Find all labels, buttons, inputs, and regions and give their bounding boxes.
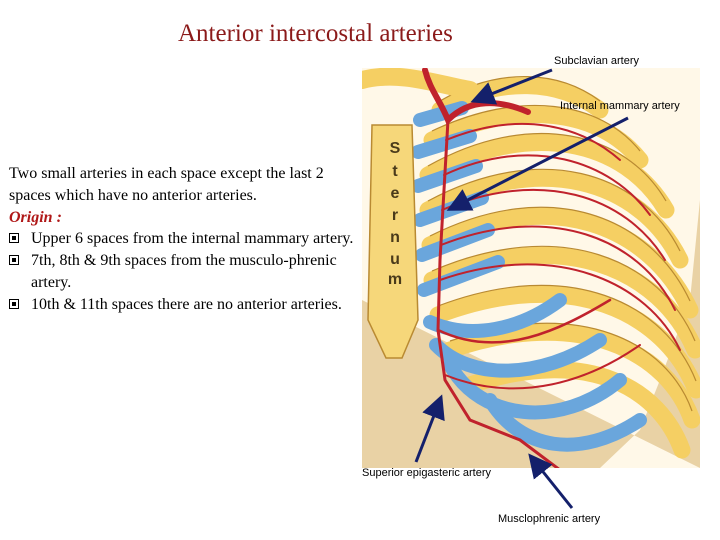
pointer-arrows [414, 68, 629, 509]
ribs [419, 77, 700, 459]
origin-item-text: 10th & 11th spaces there are no anterior… [31, 295, 342, 313]
label-internal-mammary-artery: Internal mammary artery [560, 100, 680, 112]
origin-item-lower: 10th & 11th spaces there are no anterior… [9, 294, 361, 316]
label-musclophrenic-artery: Musclophrenic artery [498, 513, 601, 525]
sternum: S t e r n u m [367, 124, 419, 359]
costal-cartilages [411, 101, 647, 452]
intro-text: Two small arteries in each space except … [9, 165, 324, 204]
sternum-letter: S [390, 140, 401, 157]
label-subclavian-artery: Subclavian artery [554, 55, 639, 67]
arrow-musclophrenic [528, 453, 574, 509]
thorax-illustration: S t e r n u m [362, 68, 700, 468]
sternum-letter: u [390, 251, 400, 268]
square-bullet-icon [9, 298, 19, 309]
origin-item-upper: Upper 6 spaces from the internal mammary… [9, 228, 361, 250]
origin-item-text: Upper 6 spaces from the internal mammary… [31, 230, 354, 248]
arrow-internal-mammary [446, 116, 629, 211]
arrow-superior-epigasteric [414, 394, 445, 463]
sternum-letter: m [388, 271, 402, 288]
origin-item-middle: 7th, 8th & 9th spaces from the musculo-p… [9, 250, 361, 294]
sternum-letter: e [391, 185, 400, 202]
origin-list: Upper 6 spaces from the internal mammary… [9, 228, 361, 315]
arrow-subclavian [470, 68, 553, 105]
sternum-letter: r [392, 207, 398, 224]
label-superior-epigasteric-artery: Superior epigasteric artery [362, 467, 492, 479]
square-bullet-icon [9, 255, 19, 266]
arteries [422, 68, 681, 468]
origin-item-text: 7th, 8th & 9th spaces from the musculo-p… [31, 252, 337, 291]
body-text: Two small arteries in each space except … [9, 163, 361, 316]
sternum-letter: t [392, 163, 398, 180]
sternum-letter: n [390, 229, 400, 246]
slide-title: Anterior intercostal arteries [178, 20, 453, 47]
square-bullet-icon [9, 233, 19, 244]
origin-heading: Origin : [9, 208, 62, 226]
